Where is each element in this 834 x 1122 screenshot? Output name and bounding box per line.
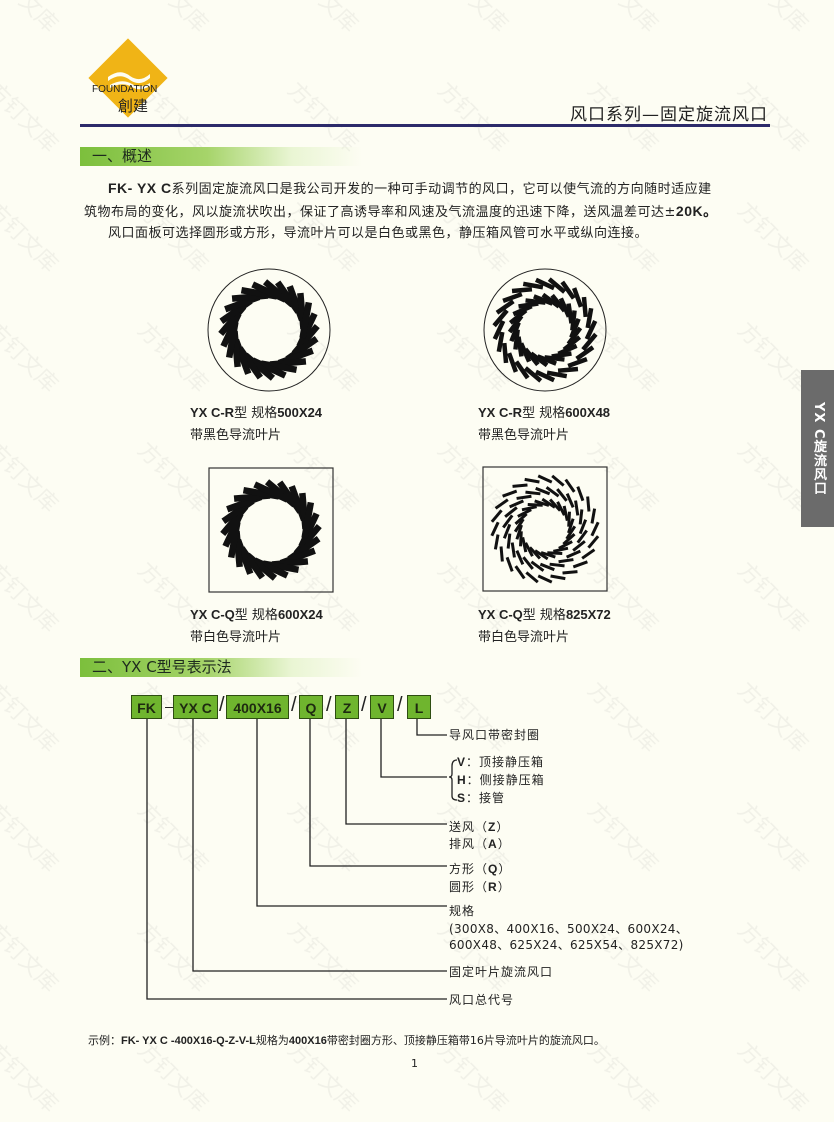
option-text: 圆形（ (449, 880, 489, 894)
option-key: V (457, 755, 467, 769)
product-desc: 带黑色导流叶片 (478, 428, 570, 443)
company-logo (88, 38, 222, 118)
square-diffuser-24-blades-image (208, 467, 334, 593)
example-code: FK- YX C -400X16-Q-Z-V-L (121, 1035, 256, 1047)
code-box-yxc: YX C (173, 695, 218, 719)
model-code: YX C-R (478, 405, 523, 420)
page-number: 1 (411, 1057, 418, 1070)
label-spec-list-2: 600X48、625X24、625X54、825X72) (449, 938, 684, 952)
label-seal: 导风口带密封圈 (449, 728, 541, 742)
code-slash: / (219, 694, 225, 716)
code-box-connection: V (370, 695, 394, 719)
code-slash: / (361, 694, 367, 716)
overview-paragraph-2: 筑物布局的变化，风以旋流状吹出，保证了高诱导率和风速及气流温度的迅速下降，送风温… (84, 200, 718, 224)
model-code: YX C-Q (478, 607, 523, 622)
series-code: FK- YX C (108, 180, 172, 196)
option-end: ） (497, 880, 511, 894)
logo-foundation-text: FOUNDATION (92, 84, 158, 95)
label-square: 方形（Q） (449, 860, 511, 878)
code-box-shape: Q (299, 695, 323, 719)
code-box-seal: L (407, 695, 431, 719)
label-exhaust-air: 排风（A） (449, 835, 511, 853)
option-text: ：顶接静压箱 (466, 755, 545, 769)
code-slash: / (326, 694, 332, 716)
code-dash (165, 707, 173, 708)
code-box-fk: FK (131, 695, 162, 719)
option-end: ） (498, 862, 512, 876)
section-heading-model-notation: 二、YX C型号表示法 (80, 658, 362, 677)
logo-chinese-text: 創建 (118, 97, 149, 115)
model-suffix: 型 规格 (522, 406, 566, 421)
spec-value: 600X48 (565, 405, 611, 420)
product-caption-4: YX C-Q型 规格825X72 带白色导流叶片 (478, 604, 611, 649)
code-slash: / (291, 694, 297, 716)
label-connection-s: S：接管 (457, 789, 505, 807)
option-text: 排风（ (449, 837, 489, 851)
label-outlet-code: 风口总代号 (449, 993, 515, 1007)
header-divider (80, 124, 770, 127)
product-desc: 带黑色导流叶片 (190, 428, 282, 443)
example-prefix: 示例： (88, 1034, 121, 1047)
option-text: 方形（ (449, 862, 489, 876)
label-fixed-blade: 固定叶片旋流风口 (449, 965, 554, 979)
option-key: H (457, 773, 467, 787)
option-key: Q (488, 862, 499, 876)
label-connection-h: H：侧接静压箱 (457, 771, 545, 789)
example-suffix: 带密封圈方形、顶接静压箱带16片导流叶片的旋流风口。 (326, 1034, 605, 1047)
side-tab[interactable]: YX C旋流风口 (801, 370, 834, 527)
example-spec: 400X16 (288, 1035, 327, 1047)
model-suffix: 型 规格 (522, 608, 566, 623)
side-tab-label: YX C旋流风口 (811, 402, 826, 496)
code-box-airflow: Z (335, 695, 359, 719)
spec-value: 500X24 (277, 405, 323, 420)
para1-text: 系列固定旋流风口是我公司开发的一种可手动调节的风口，它可以使气流的方向随时适应建 (171, 182, 712, 197)
product-caption-1: YX C-R型 规格500X24 带黑色导流叶片 (190, 402, 322, 447)
round-diffuser-24-blades-image (207, 268, 331, 392)
round-diffuser-48-blades-image (483, 268, 607, 392)
label-spec-list-1: (300X8、400X16、500X24、600X24、 (449, 922, 689, 936)
code-slash: / (397, 694, 403, 716)
temp-diff-value: 20K。 (675, 203, 718, 219)
option-key: A (488, 837, 498, 851)
product-caption-3: YX C-Q型 规格600X24 带白色导流叶片 (190, 604, 323, 649)
example-note: 示例：FK- YX C -400X16-Q-Z-V-L规格为400X16带密封圈… (88, 1032, 605, 1048)
option-key: Z (488, 820, 497, 834)
overview-paragraph-1: FK- YX C系列固定旋流风口是我公司开发的一种可手动调节的风口，它可以使气流… (108, 177, 712, 201)
product-desc: 带白色导流叶片 (478, 630, 570, 645)
logo-swoosh-icon (108, 72, 150, 90)
spec-value: 600X24 (277, 607, 323, 622)
section-heading-overview: 一、概述 (80, 147, 362, 166)
spec-value: 825X72 (565, 607, 611, 622)
overview-paragraph-3: 风口面板可选择圆形或方形，导流叶片可以是白色或黑色，静压箱风管可水平或纵向连接。 (108, 226, 649, 241)
code-box-spec: 400X16 (226, 695, 289, 719)
product-caption-2: YX C-R型 规格600X48 带黑色导流叶片 (478, 402, 610, 447)
option-text: ：侧接静压箱 (466, 773, 545, 787)
model-code: YX C-R (190, 405, 235, 420)
option-key: R (488, 880, 498, 894)
example-mid: 规格为 (255, 1034, 289, 1047)
option-key: S (457, 791, 467, 805)
model-suffix: 型 规格 (234, 406, 278, 421)
para2-text: 筑物布局的变化，风以旋流状吹出，保证了高诱导率和风速及气流温度的迅速下降，送风温… (84, 205, 676, 220)
model-code: YX C-Q (190, 607, 235, 622)
label-connection-v: V：顶接静压箱 (457, 753, 544, 771)
product-desc: 带白色导流叶片 (190, 630, 282, 645)
page-header-title: 风口系列—固定旋流风口 (570, 105, 768, 125)
label-round: 圆形（R） (449, 878, 511, 896)
option-text: 送风（ (449, 820, 489, 834)
option-end: ） (496, 820, 510, 834)
model-suffix: 型 规格 (234, 608, 278, 623)
label-supply-air: 送风（Z） (449, 818, 509, 836)
option-text: ：接管 (466, 791, 506, 805)
option-end: ） (497, 837, 511, 851)
label-spec-title: 规格 (449, 904, 476, 918)
square-diffuser-72-blades-image (482, 466, 608, 592)
